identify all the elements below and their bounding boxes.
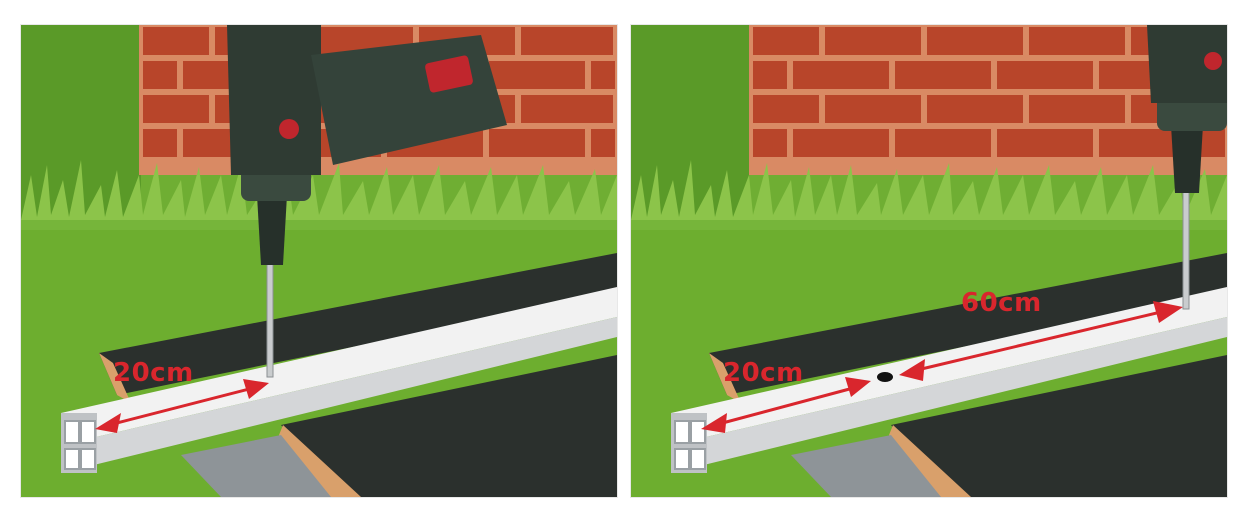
step-1-illustration: 20cm	[21, 25, 617, 497]
drilled-hole	[877, 372, 893, 382]
step-2-illustration: 20cm 60cm	[631, 25, 1227, 497]
measurement-label-20cm: 20cm	[723, 358, 804, 388]
step-2-panel: 20cm 60cm	[630, 24, 1228, 498]
measurement-label-60cm: 60cm	[961, 288, 1042, 318]
measurement-label-20cm: 20cm	[113, 358, 194, 388]
step-1-panel: 20cm	[20, 24, 618, 498]
